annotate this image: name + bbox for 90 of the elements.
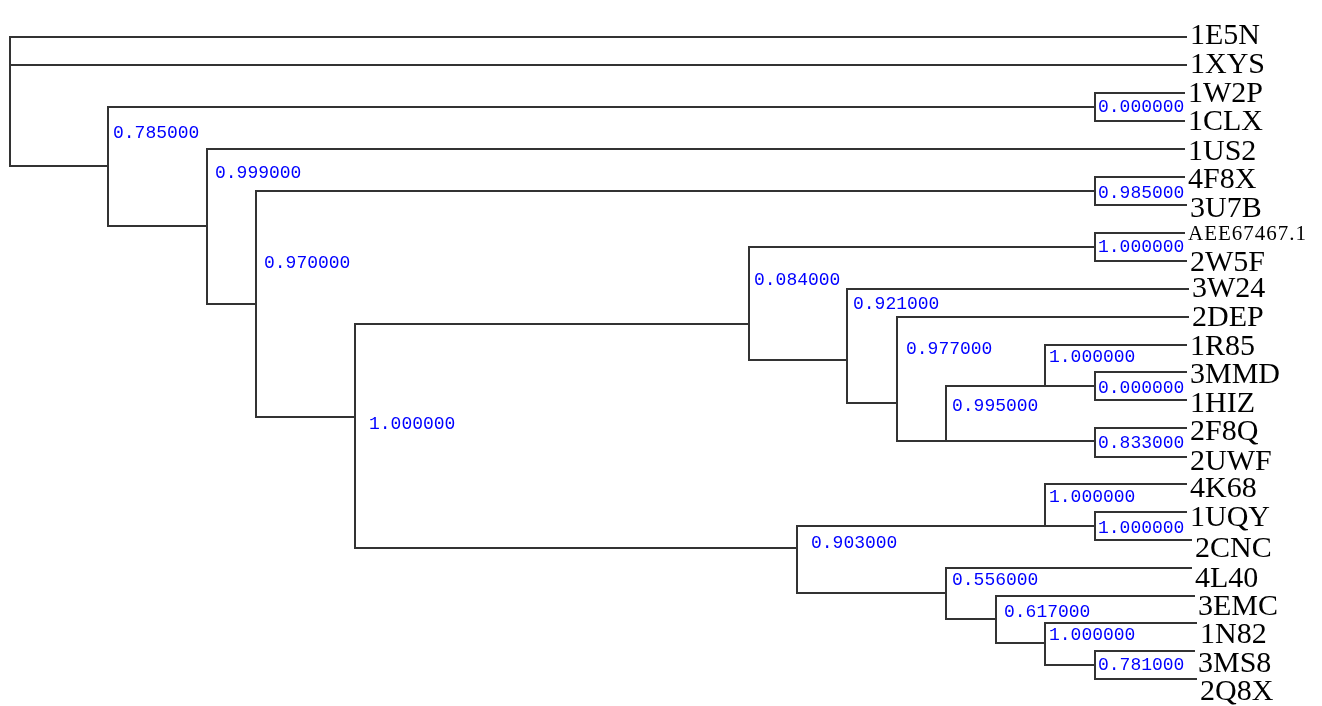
bootstrap-value: 0.995000 [952,397,1039,415]
tree-branch [996,642,1045,644]
tree-branch [1095,650,1196,652]
taxon-label: 2DEP [1189,302,1264,330]
tree-branch [946,618,996,620]
tree-branch [1045,664,1095,666]
taxon-label: 3MS8 [1195,648,1272,676]
tree-branch [1045,525,1095,527]
taxon-label: 4F8X [1185,164,1257,192]
taxon-label: 1CLX [1185,106,1263,134]
tree-branch [749,359,847,361]
taxon-label: 2CNC [1192,533,1272,561]
bootstrap-value: 0.903000 [811,534,898,552]
bootstrap-value: 0.970000 [264,254,351,272]
tree-branch [10,165,108,167]
tree-branch [10,64,1188,66]
bootstrap-value: 1.000000 [369,415,456,433]
bootstrap-value: 1.000000 [1098,519,1185,537]
tree-branch [897,440,946,442]
tree-branch [897,316,1190,318]
bootstrap-value: 1.000000 [1098,238,1185,256]
tree-branch [207,303,256,305]
tree-branch [355,323,749,325]
tree-branch [1045,385,1095,387]
tree-branch [1095,399,1188,401]
tree-branch [1045,483,1188,485]
taxon-label: 4L40 [1192,563,1259,591]
tree-branch [256,190,1095,192]
tree-branch [108,225,207,227]
taxon-label: 1W2P [1185,78,1263,106]
bootstrap-value: 1.000000 [1049,348,1136,366]
bootstrap-value: 0.985000 [1098,184,1185,202]
tree-branch [207,148,1186,150]
bootstrap-value: 0.785000 [113,124,200,142]
tree-branch [1095,176,1186,178]
taxon-label: 3W24 [1189,273,1266,301]
tree-branch [1095,260,1188,262]
taxon-label: 2Q8X [1197,676,1274,704]
tree-branch [797,592,946,594]
taxon-label: 1HIZ [1187,388,1255,416]
taxon-label: 1XYS [1187,49,1265,77]
taxon-label: 2UWF [1187,446,1272,474]
taxon-label: 3EMC [1195,591,1278,619]
taxon-label: 4K68 [1187,473,1257,501]
bootstrap-value: 0.000000 [1098,98,1185,116]
tree-branch [797,525,1045,527]
bootstrap-value: 1.000000 [1049,626,1136,644]
taxon-label: 1UQY [1187,502,1270,530]
tree-branch [1095,92,1186,94]
bootstrap-value: 0.921000 [853,295,940,313]
taxon-label: AEE67467.1 [1185,219,1308,247]
bootstrap-value: 0.999000 [215,164,302,182]
taxon-label: 3U7B [1187,193,1262,221]
tree-branch [946,440,1095,442]
tree-branch [108,106,1095,108]
bootstrap-value: 0.000000 [1098,379,1185,397]
tree-branch [355,547,797,549]
bootstrap-value: 0.833000 [1098,434,1185,452]
tree-branch [1095,232,1186,234]
tree-branch [847,288,1190,290]
taxon-label: 1E5N [1187,20,1260,48]
tree-branch [1095,204,1188,206]
tree-branch [847,402,897,404]
tree-branch [256,416,355,418]
taxon-label: 2F8Q [1187,416,1259,444]
bootstrap-value: 0.617000 [1004,603,1091,621]
bootstrap-value: 0.556000 [952,571,1039,589]
taxon-label: 1R85 [1187,331,1255,359]
taxon-label: 3MMD [1187,359,1280,387]
taxon-label: 1US2 [1185,136,1257,164]
taxon-label: 2W5F [1187,247,1265,275]
taxon-label: 1N82 [1197,619,1267,647]
tree-branch [1095,511,1188,513]
bootstrap-value: 0.781000 [1098,656,1185,674]
tree-branch [1045,344,1188,346]
tree-branch [749,246,1095,248]
tree-branch [1095,539,1193,541]
tree-branch [1095,456,1188,458]
tree-branch [10,36,1188,38]
tree-branch [946,567,1193,569]
bootstrap-value: 0.977000 [906,340,993,358]
tree-branch [1095,371,1188,373]
bootstrap-value: 0.084000 [754,271,841,289]
tree-branch [1095,678,1198,680]
tree-branch [1045,622,1198,624]
bootstrap-value: 1.000000 [1049,488,1136,506]
tree-branch [946,385,1045,387]
tree-branch [1095,427,1188,429]
tree-branch [1095,120,1186,122]
tree-branch [996,595,1196,597]
